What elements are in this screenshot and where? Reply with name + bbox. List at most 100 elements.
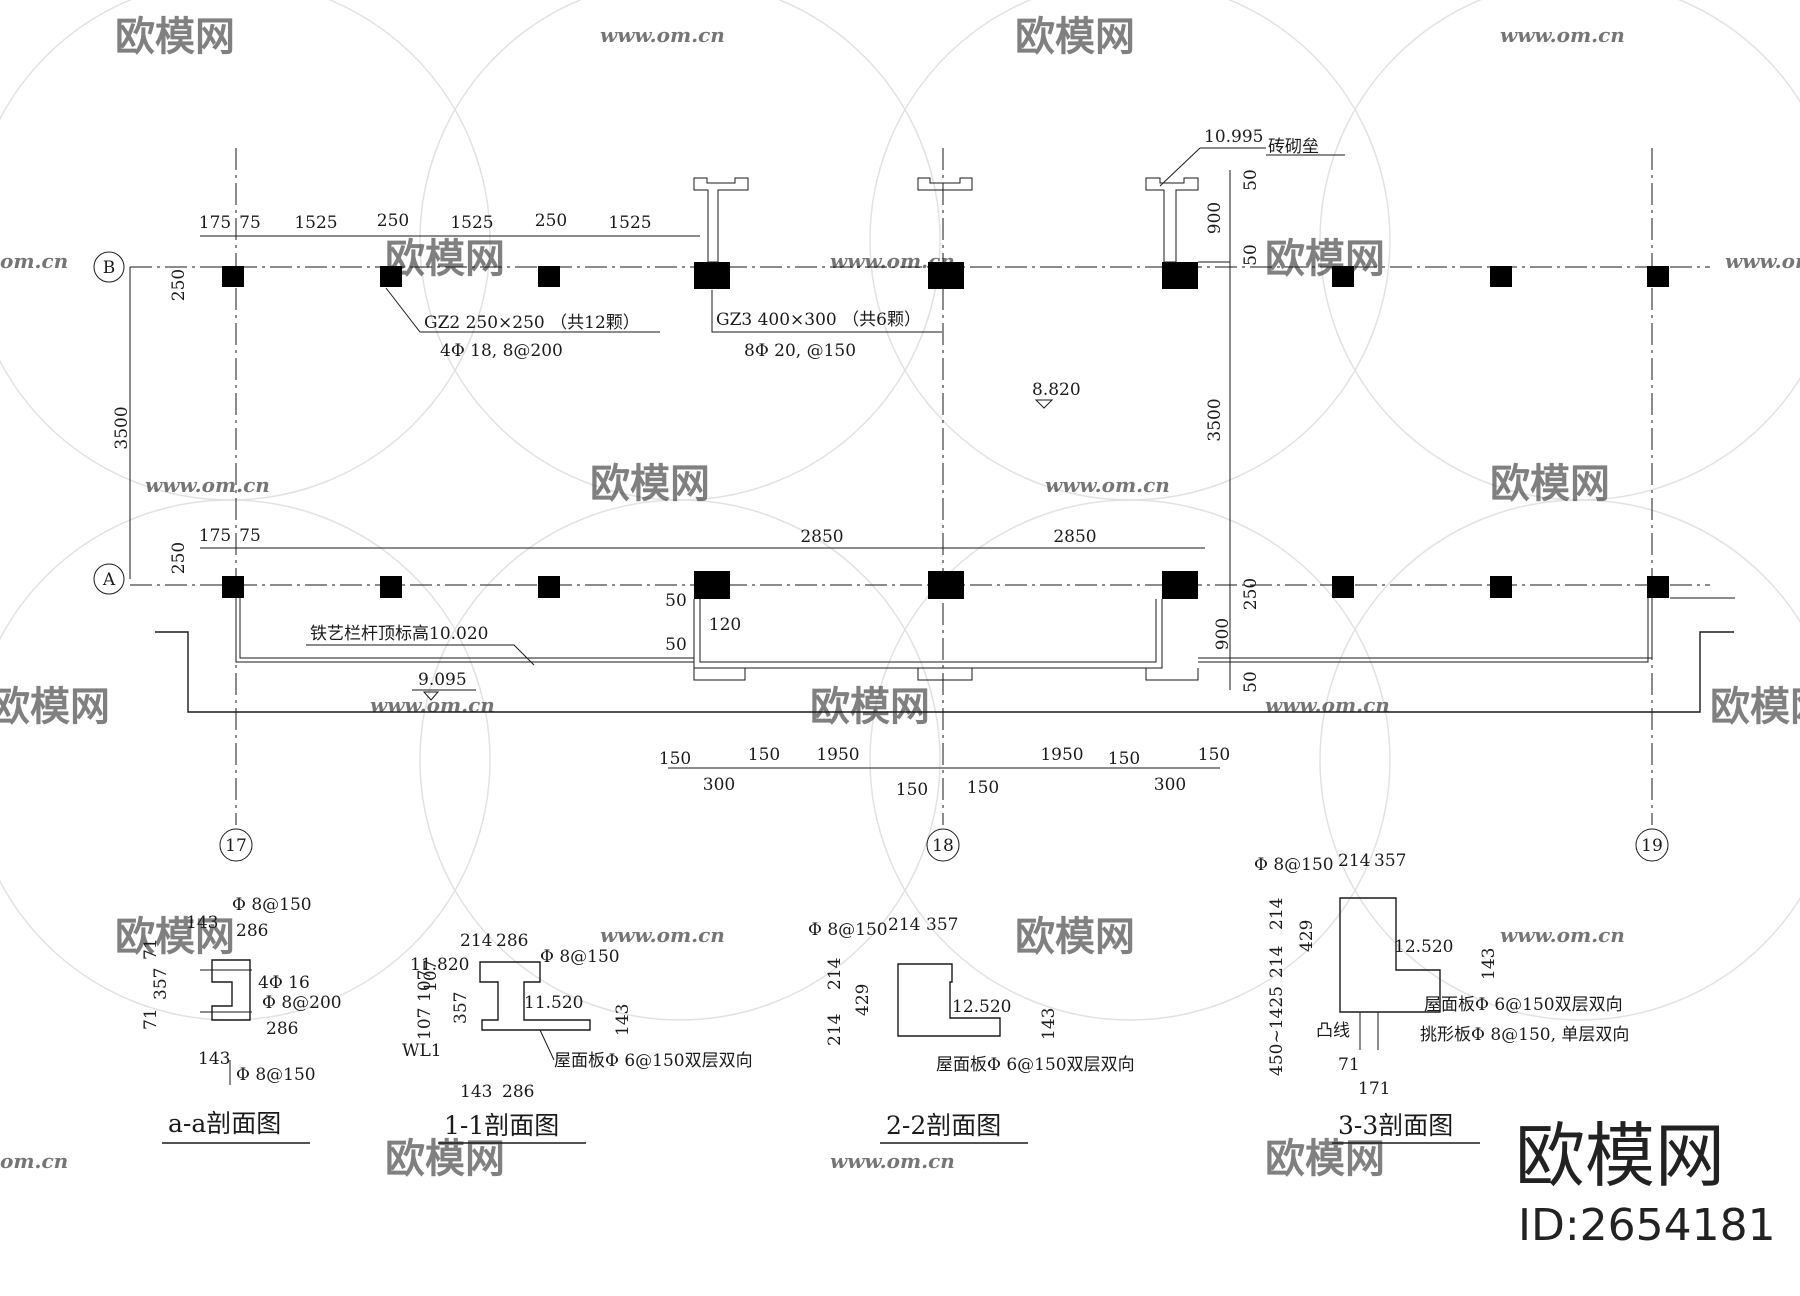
section-text: 429 bbox=[1297, 920, 1317, 952]
brick-note: 砖砌垒 bbox=[1268, 137, 1319, 157]
column-gz2 bbox=[222, 266, 244, 287]
dimension-text: 1950 bbox=[816, 745, 859, 765]
dimension-text: 75 bbox=[239, 526, 261, 546]
dimension-text: 150 bbox=[659, 749, 691, 769]
section-text: Φ 8@200 bbox=[262, 993, 342, 1013]
section-text: 107 bbox=[421, 960, 441, 992]
section-text: 11.520 bbox=[524, 993, 583, 1013]
section-text: 286 bbox=[266, 1019, 298, 1039]
section-text: 71 bbox=[141, 938, 161, 960]
dimension-text: 250 bbox=[169, 542, 189, 574]
section-outline bbox=[479, 961, 591, 1031]
dimension-text: 150 bbox=[1198, 745, 1230, 765]
section-text: 71 bbox=[1338, 1055, 1360, 1075]
section-title: 2-2剖面图 bbox=[886, 1111, 1001, 1140]
section-title: a-a剖面图 bbox=[168, 1109, 281, 1138]
railing-post bbox=[917, 668, 973, 681]
dimension-text: 900 bbox=[1205, 202, 1225, 234]
section-text: Φ 8@150 bbox=[236, 1065, 316, 1085]
dimension-text: 50 bbox=[665, 591, 687, 611]
section-text: 143 bbox=[198, 1049, 230, 1069]
section-title: 1-1剖面图 bbox=[444, 1111, 559, 1140]
axis-label-18: 18 bbox=[932, 836, 954, 856]
column-gz3 bbox=[694, 262, 730, 289]
column-gz2 bbox=[380, 576, 402, 598]
section-text: 214 bbox=[825, 958, 845, 990]
dimension-text: 150 bbox=[896, 780, 928, 800]
dimension-text: 1950 bbox=[1040, 745, 1083, 765]
watermark-url: om.cn bbox=[0, 1149, 68, 1173]
watermark-logo: 欧模网 bbox=[590, 460, 710, 507]
section-text: 12.520 bbox=[1394, 937, 1453, 957]
column-gz3 bbox=[928, 262, 964, 289]
railing-line bbox=[1198, 598, 1649, 663]
watermark-logo: 欧模网 bbox=[1710, 683, 1800, 730]
watermark-url: www.om.cn bbox=[370, 693, 495, 717]
section-text: 屋面板Φ 6@150双层双向 bbox=[936, 1055, 1135, 1075]
section-outline bbox=[897, 963, 1001, 1037]
watermark-url: www.om.cn bbox=[145, 473, 270, 497]
section-text: Φ 8@150 bbox=[1254, 855, 1334, 875]
section-text: 286 bbox=[496, 931, 528, 951]
dimension-text: 75 bbox=[239, 213, 261, 233]
section-text: WL1 bbox=[402, 1041, 442, 1061]
ground-elevation: 9.095 bbox=[418, 670, 467, 690]
watermark-url: www.om.cn bbox=[1045, 473, 1170, 497]
section-text: 214 bbox=[888, 915, 920, 935]
leader-line bbox=[306, 644, 535, 666]
dimension-text: 1525 bbox=[608, 213, 651, 233]
plan-view: B A 17 18 19 bbox=[93, 127, 1735, 862]
dimension-text: 300 bbox=[703, 775, 735, 795]
watermark-layer: 欧模网 www.om.cn 欧模网 www.om.cn om.cn 欧模网 ww… bbox=[0, 0, 1800, 1182]
dimension-text: 150 bbox=[967, 778, 999, 798]
railing-line bbox=[235, 598, 694, 663]
section-text: 107 bbox=[415, 970, 435, 1002]
leader-line bbox=[385, 287, 660, 333]
railing-line bbox=[1198, 598, 1653, 659]
section-22: Φ 8@150 214 357 214 429 214 12.520 143 屋… bbox=[808, 915, 1135, 1144]
axis-bubble-b bbox=[93, 251, 125, 283]
axis-bubble-a bbox=[93, 563, 125, 595]
watermark-logo: 欧模网 bbox=[0, 683, 110, 730]
axis-bubble-17 bbox=[219, 828, 253, 862]
section-text: 171 bbox=[1358, 1079, 1390, 1099]
dimension-text: 250 bbox=[535, 211, 567, 231]
dimension-text: 250 bbox=[377, 211, 409, 231]
gz3-rebar: 8Φ 20, @150 bbox=[744, 341, 856, 361]
leader-line bbox=[711, 290, 942, 333]
section-text: Φ 8@150 bbox=[540, 947, 620, 967]
dimension-text: 1525 bbox=[294, 213, 337, 233]
axis-bubble-18 bbox=[926, 828, 960, 862]
dimension-text: 3500 bbox=[1205, 398, 1225, 441]
column-gz3 bbox=[694, 571, 730, 599]
section-text: 71 bbox=[141, 1008, 161, 1030]
watermark-url: www.om.cn bbox=[1265, 693, 1390, 717]
gz2-rebar: 4Φ 18, 8@200 bbox=[440, 341, 563, 361]
watermark-logo: 欧模网 bbox=[1015, 913, 1135, 960]
section-text: Φ 8@150 bbox=[232, 895, 312, 915]
axis-label-19: 19 bbox=[1641, 836, 1663, 856]
dimension-text: 50 bbox=[665, 635, 687, 655]
watermark-url: www.om.cn bbox=[600, 23, 725, 47]
column-gz2 bbox=[1332, 576, 1354, 598]
section-text: 357 bbox=[451, 992, 471, 1024]
column-gz2 bbox=[380, 266, 402, 287]
section-text: 挑形板Φ 8@150, 单层双向 bbox=[1420, 1025, 1629, 1045]
elevation-center: 8.820 bbox=[1032, 380, 1081, 400]
section-text: 286 bbox=[236, 921, 268, 941]
axis-label-17: 17 bbox=[225, 836, 247, 856]
gz3-label: GZ3 400×300 （共6颗） bbox=[716, 310, 921, 330]
column-gz2 bbox=[1490, 266, 1512, 287]
section-text: 357 bbox=[1374, 851, 1406, 871]
column-gz3 bbox=[928, 571, 964, 599]
watermark-logo: 欧模网 bbox=[1015, 13, 1135, 60]
railing-line bbox=[239, 598, 694, 659]
watermark-logo: 欧模网 bbox=[810, 683, 930, 730]
watermark-logo: 欧模网 bbox=[1265, 235, 1385, 282]
section-text: 143 bbox=[1039, 1008, 1059, 1040]
leader-line bbox=[539, 1029, 555, 1061]
column-gz2 bbox=[1332, 266, 1354, 287]
section-text: 214 bbox=[1267, 946, 1287, 978]
column-gz3 bbox=[1162, 571, 1198, 599]
